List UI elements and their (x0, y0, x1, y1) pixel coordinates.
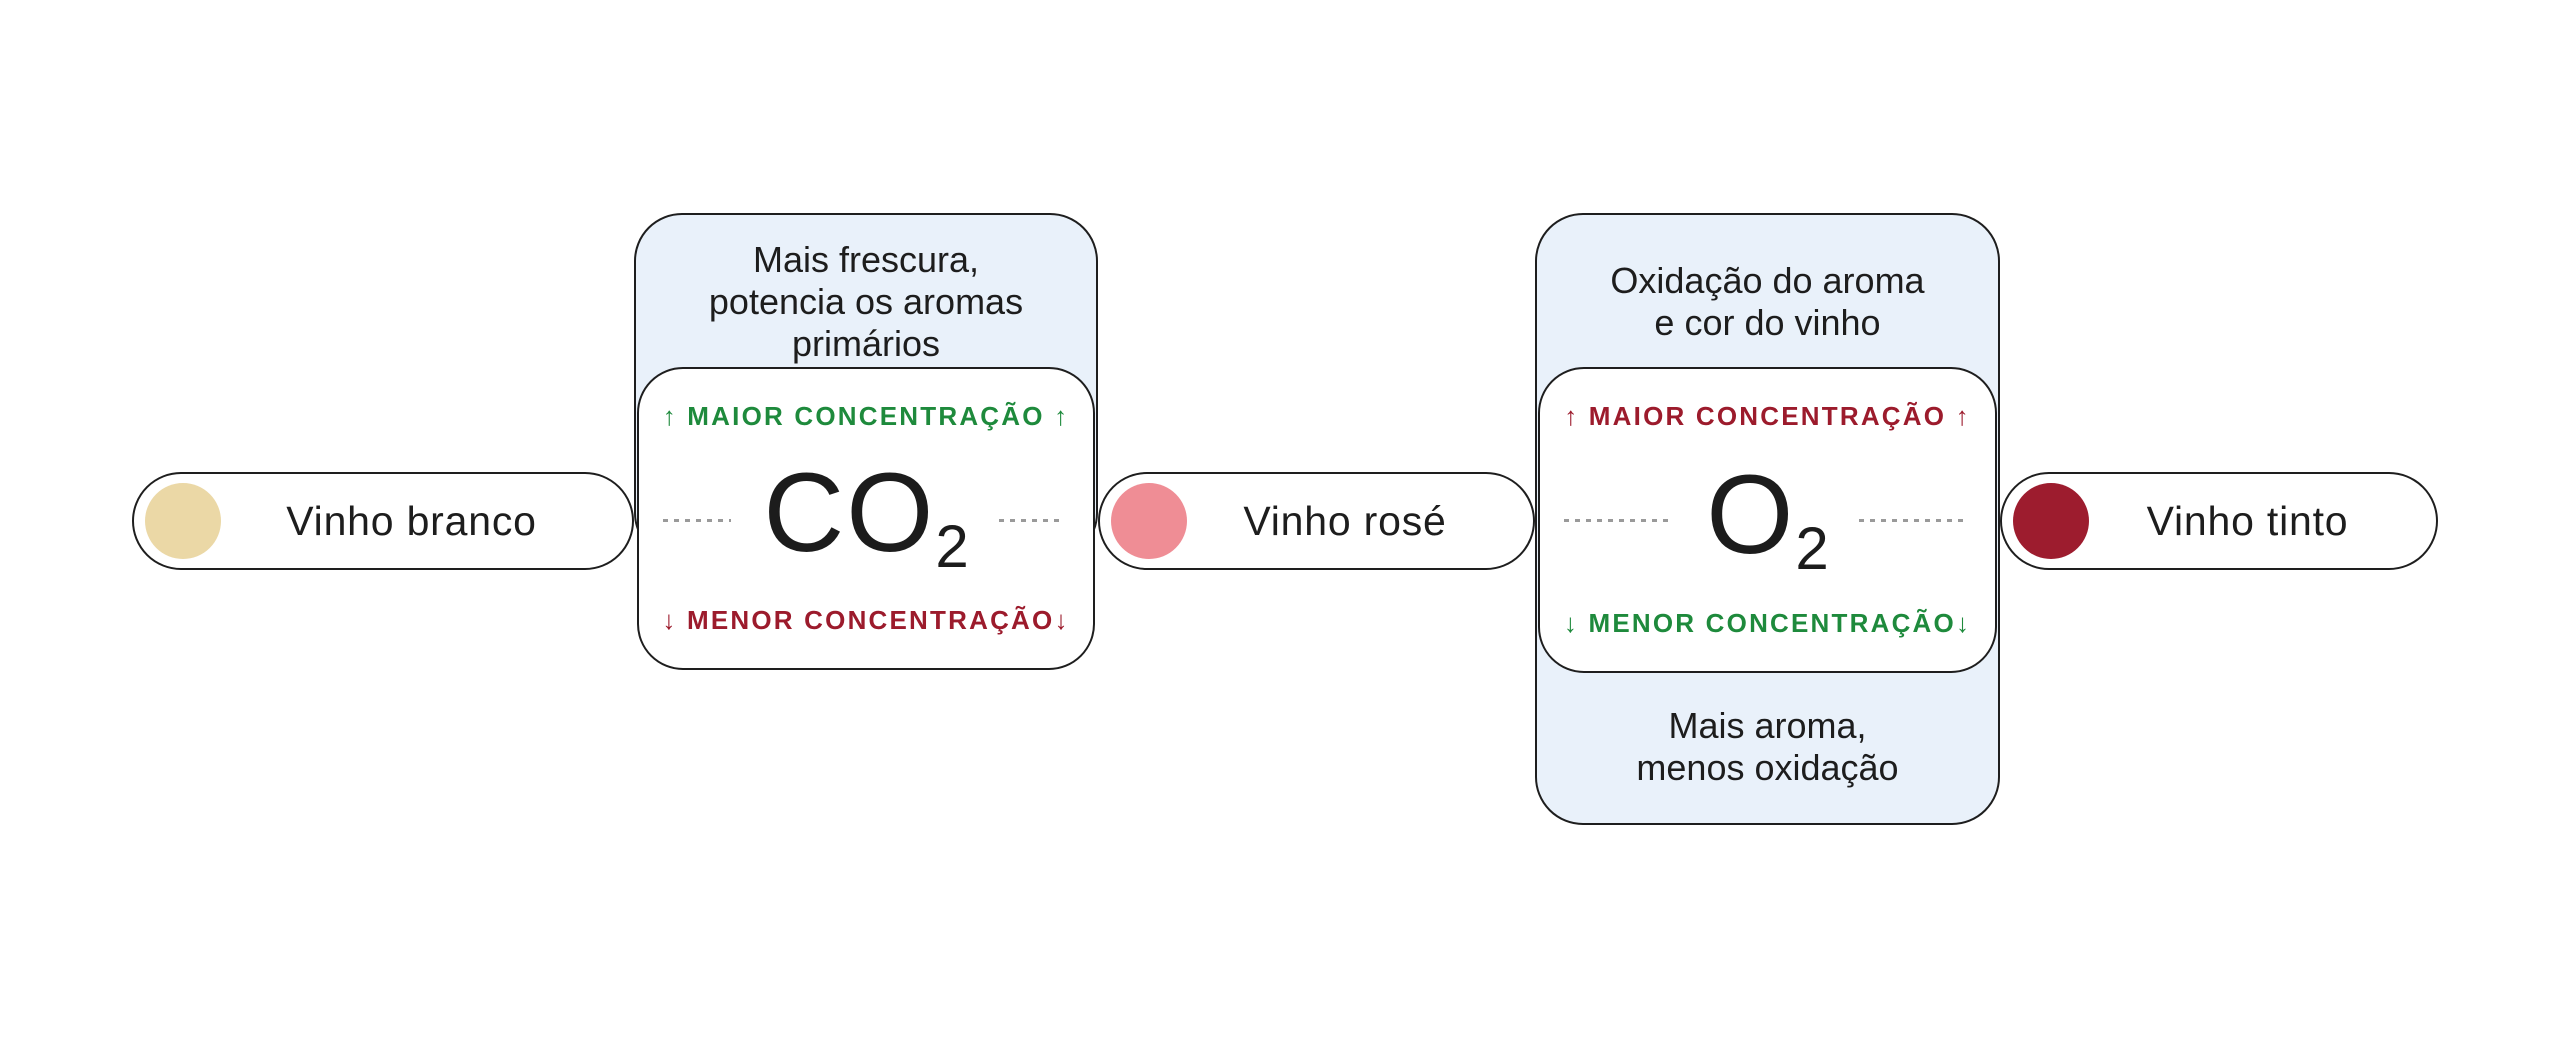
pill-label-tinto: Vinho tinto (2146, 497, 2349, 544)
pill-label-rose: Vinho rosé (1243, 497, 1447, 544)
pill-label-branco: Vinho branco (286, 497, 537, 544)
co2-menor-label: ↓ MENOR CONCENTRAÇÃO↓ (662, 605, 1070, 635)
dotted-connector-left (663, 519, 731, 522)
note-line: menos oxidação (1636, 747, 1899, 788)
co2-formula: CO2 (763, 457, 968, 577)
formula-subscript: 2 (1795, 514, 1829, 582)
note-line: e cor do vinho (1654, 302, 1881, 343)
o2-menor-label: ↓ MENOR CONCENTRAÇÃO↓ (1563, 608, 1972, 638)
o2-top-note: Oxidação do aroma e cor do vinho (1537, 215, 1998, 379)
pill-vinho-rose: Vinho rosé (1098, 472, 1535, 570)
co2-concentration-box: ↑ MAIOR CONCENTRAÇÃO ↑ CO2 ↓ MENOR CONCE… (637, 367, 1095, 670)
dotted-connector-right (999, 519, 1065, 522)
o2-bottom-note: Mais aroma, menos oxidação (1537, 671, 1998, 823)
pill-vinho-branco: Vinho branco (132, 472, 634, 570)
note-line: potencia os aromas (708, 281, 1024, 322)
formula-subscript: 2 (935, 513, 969, 580)
formula-symbol: O (1706, 451, 1796, 577)
pill-vinho-tinto: Vinho tinto (2000, 472, 2438, 570)
wine-color-swatch-tinto (2013, 483, 2089, 559)
note-line: Oxidação do aroma (1610, 260, 1925, 301)
co2-top-note: Mais frescura, potencia os aromas primár… (636, 215, 1096, 379)
wine-color-swatch-branco (145, 483, 221, 559)
o2-concentration-box: ↑ MAIOR CONCENTRAÇÃO ↑ O2 ↓ MENOR CONCEN… (1538, 367, 1997, 673)
formula-symbol: CO (763, 450, 936, 575)
o2-formula: O2 (1706, 458, 1829, 578)
o2-maior-label: ↑ MAIOR CONCENTRAÇÃO ↑ (1564, 401, 1971, 431)
note-line: primários (791, 323, 941, 364)
dotted-connector-right (1859, 519, 1969, 522)
dotted-connector-left (1564, 519, 1672, 522)
co2-maior-label: ↑ MAIOR CONCENTRAÇÃO ↑ (662, 401, 1070, 431)
wine-color-swatch-rose (1111, 483, 1187, 559)
note-line: Mais frescura, (752, 239, 980, 280)
note-line: Mais aroma, (1668, 705, 1867, 746)
